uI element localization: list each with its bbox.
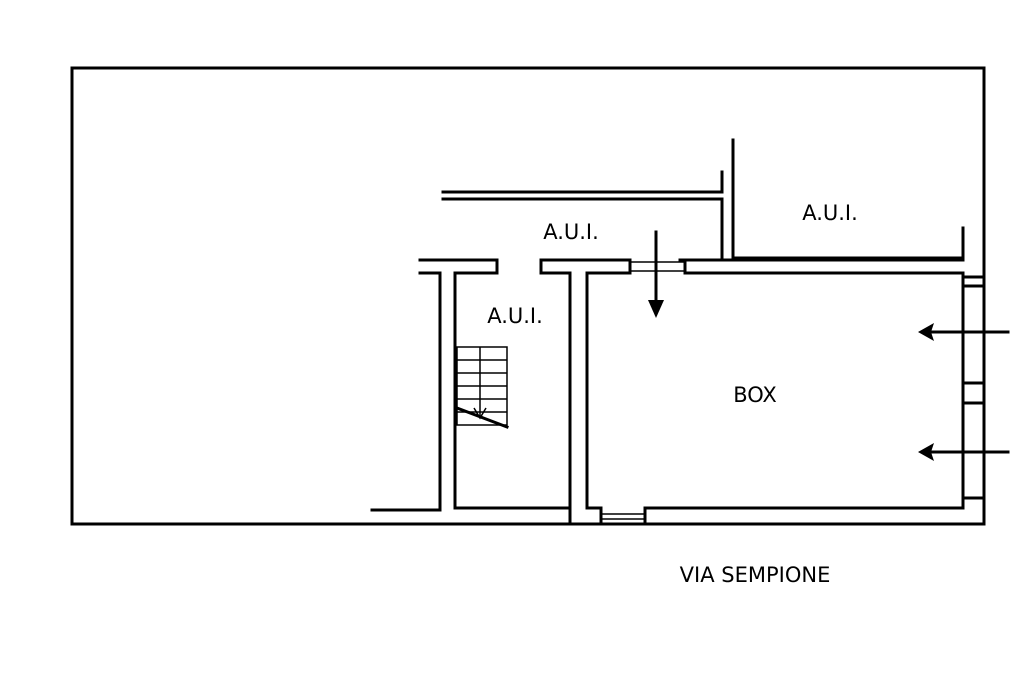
stairs bbox=[455, 346, 509, 429]
room-label-aui-stair: A.U.I. bbox=[487, 304, 543, 328]
arrow-down-icon bbox=[648, 230, 664, 318]
outer-boundary bbox=[70, 66, 986, 526]
window-right bbox=[961, 284, 986, 500]
arrow-left-icon bbox=[918, 323, 1010, 341]
stair-room-walls bbox=[370, 258, 632, 512]
corridor-walls bbox=[441, 170, 724, 262]
room-label-aui-corridor: A.U.I. bbox=[543, 220, 599, 244]
box-walls bbox=[568, 258, 986, 526]
right-aui-walls bbox=[731, 138, 965, 260]
window-bottom bbox=[601, 513, 645, 520]
room-label-aui-right: A.U.I. bbox=[802, 201, 858, 225]
arrow-left-icon bbox=[918, 443, 1010, 461]
street-label: VIA SEMPIONE bbox=[679, 563, 831, 587]
room-label-box: BOX bbox=[733, 383, 777, 407]
